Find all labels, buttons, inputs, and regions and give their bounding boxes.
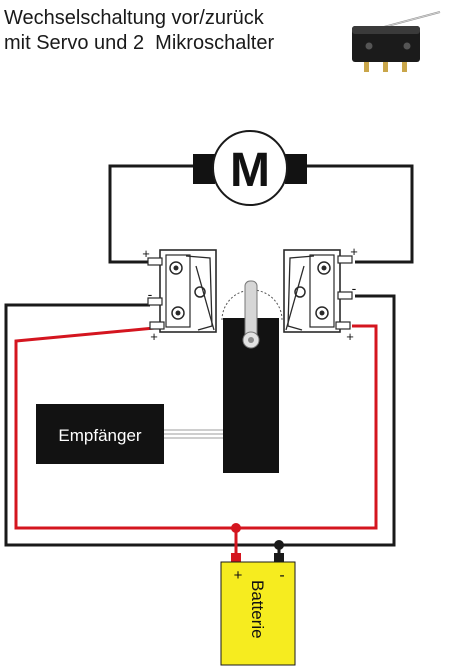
battery: + - Batterie bbox=[220, 561, 296, 666]
motor-right-terminal bbox=[285, 154, 307, 184]
microswitch-right bbox=[283, 249, 353, 333]
diagram-title: Wechselschaltung vor/zurück mit Servo un… bbox=[4, 6, 274, 56]
negative-wires bbox=[4, 164, 414, 562]
wire-motor-right bbox=[303, 164, 414, 264]
battery-terminal-negative bbox=[274, 553, 284, 564]
microswitch-left bbox=[147, 249, 217, 333]
junction-positive bbox=[231, 523, 241, 533]
motor-body bbox=[212, 130, 288, 206]
wire-motor-left bbox=[108, 164, 195, 264]
receiver-label: Empfänger bbox=[58, 426, 141, 445]
switch-left-plus-bottom: + bbox=[150, 329, 158, 344]
wire-negative-main bbox=[4, 294, 396, 547]
switch-right-minus: - bbox=[352, 280, 357, 296]
title-line-1: Wechselschaltung vor/zurück bbox=[4, 7, 264, 29]
motor-left-terminal bbox=[193, 154, 215, 184]
junction-negative bbox=[274, 540, 284, 550]
battery-plus-label: + bbox=[234, 567, 243, 584]
wire-positive-main bbox=[14, 324, 378, 530]
servo-swing-arc bbox=[221, 289, 283, 321]
switch-right-plus-bottom: + bbox=[346, 329, 354, 344]
switch-left-minus: - bbox=[148, 286, 153, 302]
servo-cable bbox=[164, 429, 223, 439]
battery-minus-label: - bbox=[279, 567, 284, 584]
battery-label: Batterie bbox=[248, 580, 267, 639]
battery-body bbox=[220, 561, 296, 666]
servo bbox=[223, 280, 279, 473]
switch-left-plus-top: + bbox=[142, 246, 150, 261]
receiver: Empfänger bbox=[36, 404, 164, 464]
battery-terminal-positive bbox=[231, 553, 241, 564]
title-line-2: mit Servo und 2 Mikroschalter bbox=[4, 32, 275, 54]
motor-label: M bbox=[230, 144, 270, 197]
switch-right-plus-top: + bbox=[350, 244, 358, 259]
motor: M bbox=[193, 130, 307, 206]
microswitch-photo-icon bbox=[352, 11, 441, 72]
receiver-body bbox=[36, 404, 164, 464]
